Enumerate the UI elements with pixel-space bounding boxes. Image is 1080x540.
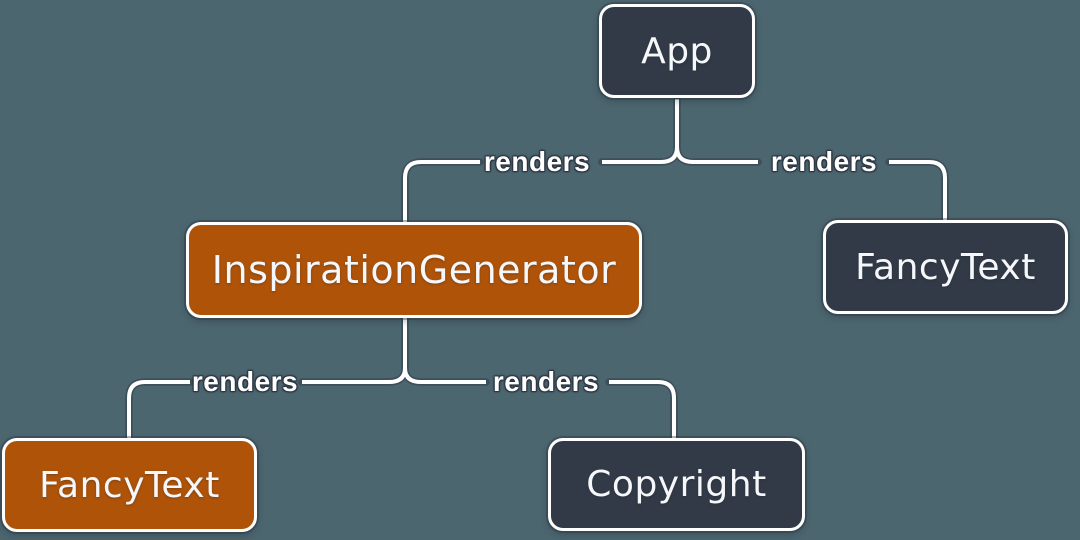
node-app: App [599, 4, 755, 98]
edge-label-app-inspiration-generator: renders [483, 146, 591, 177]
node-fancy-text-bottom-label: FancyText [39, 464, 220, 506]
node-app-label: App [641, 30, 713, 72]
node-fancy-text-right: FancyText [823, 220, 1068, 314]
edge-label-app-fancy-text: renders [770, 146, 878, 177]
node-copyright-label: Copyright [586, 464, 767, 505]
edge-label-inspiration-generator-fancy-text: renders [191, 366, 299, 397]
edge-label-inspiration-generator-copyright: renders [492, 366, 600, 397]
node-inspiration-generator: InspirationGenerator [186, 222, 642, 318]
node-copyright: Copyright [548, 438, 805, 531]
node-fancy-text-right-label: FancyText [855, 246, 1036, 288]
node-inspiration-generator-label: InspirationGenerator [211, 248, 617, 292]
node-fancy-text-bottom: FancyText [2, 438, 257, 532]
